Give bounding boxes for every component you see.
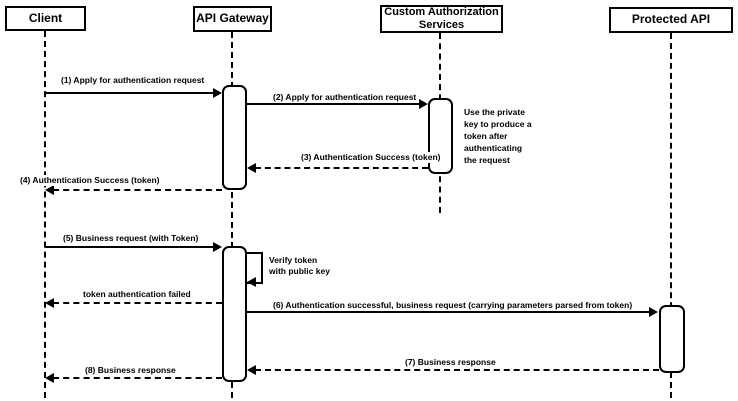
message-7-arrowhead-icon — [247, 365, 256, 375]
message-token-failed-arrowhead-icon — [45, 298, 54, 308]
actor-custom-authorization-services: Custom Authorization Services — [380, 5, 503, 33]
message-7-line — [255, 369, 659, 371]
message-6-line — [247, 311, 651, 313]
message-token-failed-line — [53, 302, 222, 304]
actor-protected-api-label: Protected API — [631, 12, 711, 27]
actor-client: Client — [5, 6, 86, 31]
actor-api-gateway-label: API Gateway — [196, 11, 269, 26]
message-1-line — [45, 92, 215, 94]
actor-client-label: Client — [28, 10, 63, 25]
message-8-line — [53, 377, 222, 379]
note-private-key: Use the private key to produce a token a… — [464, 107, 532, 165]
lifeline-api-gateway — [231, 32, 233, 398]
activation-api-gateway-business — [222, 246, 247, 382]
message-2-line — [247, 103, 421, 105]
activation-protected-api — [659, 305, 685, 373]
message-token-failed-label: token authentication failed — [82, 289, 192, 300]
message-6-arrowhead-icon — [649, 307, 658, 317]
message-5-arrowhead-icon — [213, 242, 222, 252]
actor-api-gateway: API Gateway — [193, 6, 272, 32]
message-4-label: (4) Authentication Success (token) — [19, 175, 161, 186]
message-1-label: (1) Apply for authentication request — [60, 75, 206, 86]
message-4-line — [53, 189, 222, 191]
message-2-arrowhead-icon — [419, 99, 428, 109]
message-6-label: (6) Authentication successful, business … — [272, 300, 634, 311]
message-4-arrowhead-icon — [45, 185, 54, 195]
message-2-label: (2) Apply for authentication request — [272, 92, 418, 103]
message-3-label: (3) Authentication Success (token) — [300, 152, 442, 163]
actor-custom-authorization-services-label: Custom Authorization Services — [384, 6, 499, 31]
message-5-line — [45, 246, 215, 248]
activation-api-gateway-auth — [222, 85, 247, 190]
actor-protected-api: Protected API — [609, 7, 733, 33]
lifeline-protected-api — [670, 33, 672, 398]
message-7-label: (7) Business response — [404, 357, 497, 368]
message-5-label: (5) Business request (with Token) — [62, 233, 200, 244]
message-1-arrowhead-icon — [213, 88, 222, 98]
message-3-arrowhead-icon — [247, 163, 256, 173]
lifeline-client — [44, 31, 46, 398]
self-message-label: Verify token with public key — [269, 255, 330, 276]
message-8-arrowhead-icon — [45, 373, 54, 383]
self-message-arrowhead-icon — [247, 277, 256, 287]
message-3-line — [255, 167, 428, 169]
message-8-label: (8) Business response — [84, 365, 177, 376]
